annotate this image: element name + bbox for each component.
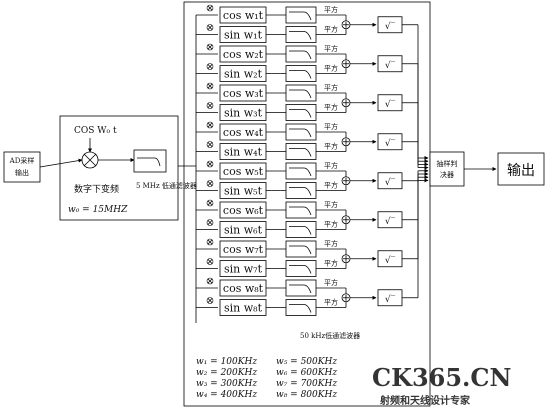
lpf50-box-cos-3 (285, 84, 317, 102)
osc-label-sin-4: sin w₄t (224, 146, 263, 159)
lpf50-box-cos-8 (285, 279, 317, 297)
square-label-sin-6: 平方 (324, 220, 338, 229)
lpf50-box-sin-4 (285, 143, 317, 160)
lpf50-box-sin-8 (285, 299, 317, 316)
osc-label-cos-5: cos w₅t (223, 165, 264, 178)
output-box (497, 152, 545, 186)
freq-left-3: w₃ = 300KHz (196, 379, 257, 389)
ad-input-label-1: AD采样 (9, 156, 35, 165)
lpf5-label: 5 MHz 低通滤波器 (136, 181, 197, 190)
osc-label-cos-4: cos w₄t (223, 126, 264, 139)
sqrt-label-2: √‾ (385, 60, 396, 71)
w0-eq: w₀ = 15MHZ (68, 205, 128, 215)
square-label-sin-8: 平方 (324, 298, 338, 307)
lpf50-box-cos-5 (285, 162, 317, 180)
osc-label-cos-6: cos w₆t (223, 204, 264, 217)
square-label-sin-4: 平方 (324, 142, 338, 151)
decision-label-2: 决器 (440, 170, 454, 179)
freq-right-1: w₅ = 500KHz (276, 357, 337, 367)
output-label: 输出 (507, 163, 535, 179)
freq-right-2: w₆ = 600KHz (276, 368, 337, 378)
sqrt-label-8: √‾ (385, 294, 396, 305)
channel-bank-frame (183, 1, 431, 407)
osc-label-sin-2: sin w₂t (224, 68, 263, 81)
square-label-cos-6: 平方 (324, 200, 338, 209)
freq-right-3: w₇ = 700KHz (276, 379, 337, 389)
osc-label-sin-5: sin w₅t (224, 185, 263, 198)
freq-right-4: w₈ = 800KHz (276, 390, 337, 400)
square-label-cos-5: 平方 (324, 161, 338, 170)
osc-label-sin-8: sin w₈t (224, 302, 263, 315)
watermark-logo: CK365.CN 射频和天线设计专家 (372, 363, 511, 407)
square-label-cos-4: 平方 (324, 122, 338, 131)
lpf50-box-sin-7 (285, 260, 317, 277)
square-label-sin-1: 平方 (324, 25, 338, 34)
freq-left-1: w₁ = 100KHz (196, 357, 257, 367)
ddc-label: 数字下变频 (74, 183, 119, 195)
osc-label-cos-1: cos w₁t (223, 9, 264, 22)
square-label-cos-1: 平方 (324, 5, 338, 14)
lpf50-box-sin-6 (285, 221, 317, 238)
sqrt-label-7: √‾ (385, 255, 396, 266)
square-label-sin-2: 平方 (324, 64, 338, 73)
decision-label-1: 抽样判 (437, 159, 458, 168)
watermark-main: CK365.CN (372, 363, 511, 392)
lpf5-box (133, 149, 167, 173)
osc-label-sin-1: sin w₁t (224, 29, 263, 42)
sqrt-label-3: √‾ (385, 99, 396, 110)
square-label-cos-2: 平方 (324, 44, 338, 53)
lpf50-box-cos-1 (285, 6, 317, 24)
channel-group: cos w₁t 平方 sin w₁t 平方 √‾ cos w₂t 平方 sin w₂t 平方 √‾… (196, 4, 429, 316)
sqrt-label-4: √‾ (385, 138, 396, 149)
freq-left-2: w₂ = 200KHz (196, 368, 257, 378)
frequency-table: w₁ = 100KHz w₂ = 200KHz w₃ = 300KHz w₄ =… (196, 357, 337, 400)
lpf50-box-sin-2 (285, 65, 317, 82)
lpf50-box-cos-2 (285, 45, 317, 63)
lpf50-box-cos-6 (285, 201, 317, 219)
ad-input-label-2: 输出 (15, 168, 29, 177)
lpf50-box-sin-1 (285, 26, 317, 43)
square-label-sin-3: 平方 (324, 103, 338, 112)
sqrt-label-6: √‾ (385, 216, 396, 227)
square-label-cos-3: 平方 (324, 83, 338, 92)
square-label-sin-5: 平方 (324, 181, 338, 190)
osc-label-cos-8: cos w₈t (223, 282, 264, 295)
osc-label-cos-7: cos w₇t (223, 243, 264, 256)
lpf50-box-cos-4 (285, 123, 317, 141)
lpf50-label: 50 kHz低通滤波器 (300, 331, 360, 340)
freq-left-4: w₄ = 400KHz (196, 390, 257, 400)
osc-label-sin-3: sin w₃t (224, 107, 263, 120)
sqrt-label-5: √‾ (385, 177, 396, 188)
square-label-cos-8: 平方 (324, 278, 338, 287)
ad-input-box (3, 151, 41, 183)
square-label-sin-7: 平方 (324, 259, 338, 268)
lpf50-box-sin-5 (285, 182, 317, 199)
square-label-cos-7: 平方 (324, 239, 338, 248)
lpf50-box-cos-7 (285, 240, 317, 258)
lpf50-box-sin-3 (285, 104, 317, 121)
sqrt-label-1: √‾ (385, 21, 396, 32)
osc-label-cos-3: cos w₃t (223, 87, 264, 100)
osc-label-sin-6: sin w₆t (224, 224, 263, 237)
osc-label-cos-2: cos w₂t (223, 48, 264, 61)
decision-box (429, 151, 465, 187)
ref-osc-label: COS W₀ t (74, 126, 117, 136)
osc-label-sin-7: sin w₇t (224, 263, 263, 276)
watermark-sub: 射频和天线设计专家 (379, 394, 471, 407)
